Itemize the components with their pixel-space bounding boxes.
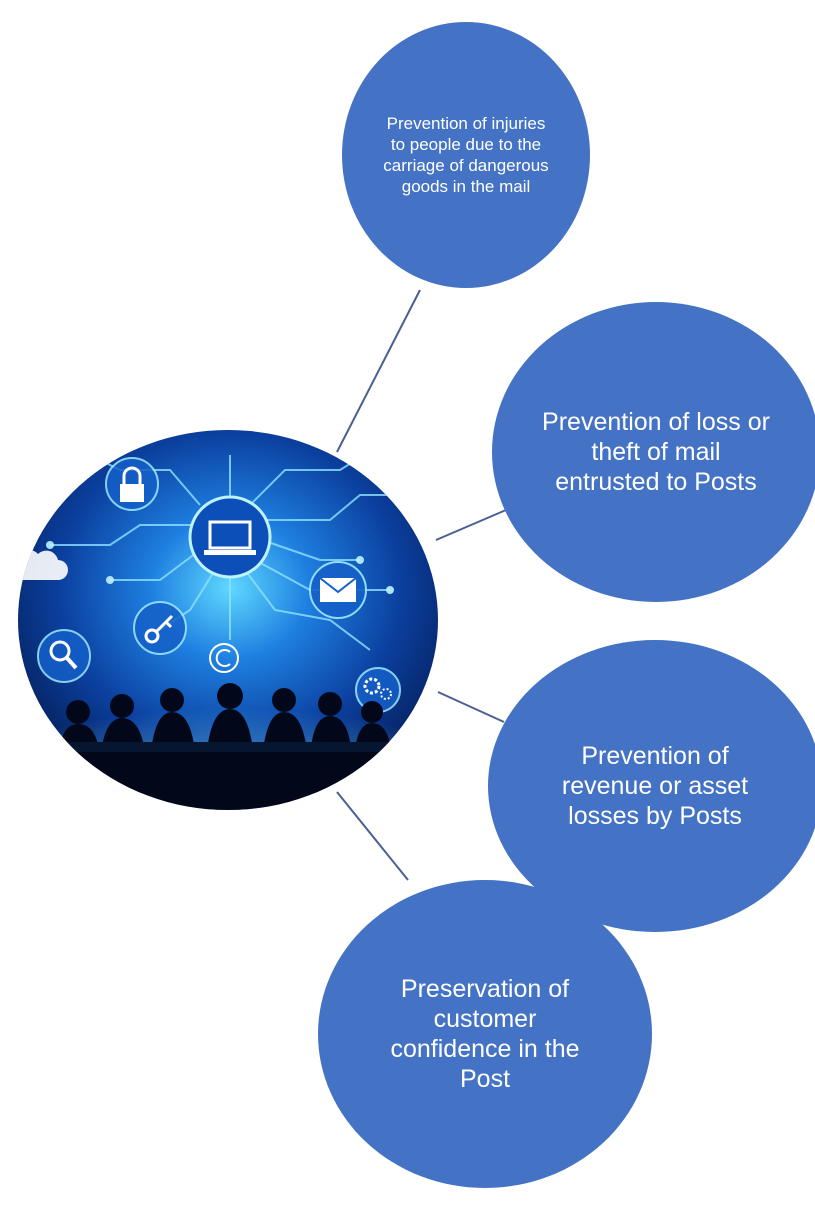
center-image: [18, 430, 438, 810]
copyright-icon: [209, 643, 239, 673]
connector-loss: [435, 509, 507, 541]
node-loss-theft-label: Prevention of loss or theft of mail entr…: [542, 408, 770, 496]
node-injuries-label: Prevention of injuries to people due to …: [383, 113, 549, 197]
node-customer-confidence-label: Preservation of customer confidence in t…: [390, 975, 580, 1093]
node-customer-confidence: Preservation of customer confidence in t…: [318, 880, 652, 1188]
search-icon: [37, 629, 91, 683]
node-loss-theft: Prevention of loss or theft of mail entr…: [492, 302, 815, 602]
connector-revenue: [437, 691, 505, 723]
connector-confidence: [336, 791, 409, 881]
connector-injuries: [336, 289, 421, 453]
node-revenue-losses-label: Prevention of revenue or asset losses by…: [561, 742, 749, 830]
node-injuries: Prevention of injuries to people due to …: [342, 22, 590, 288]
laptop-icon: [188, 495, 272, 579]
node-revenue-losses: Prevention of revenue or asset losses by…: [488, 640, 815, 932]
people-silhouette: [20, 683, 438, 810]
